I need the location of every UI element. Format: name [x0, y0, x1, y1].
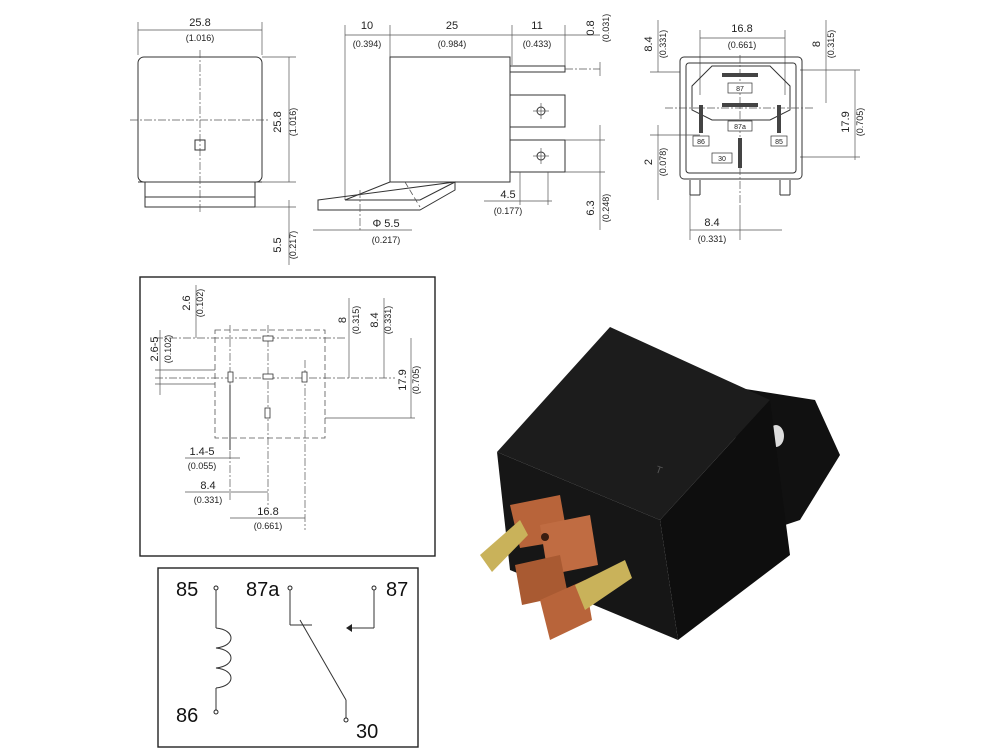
bottom-body-outline: [679, 56, 803, 180]
pcb-slot-87: [262, 335, 274, 342]
terminal-pin-2: [480, 520, 528, 572]
bottom-r2-inch-label: (0.705): [855, 108, 865, 137]
pcb-d-label: 8.4: [369, 312, 381, 327]
front-width-inch-label: (1.016): [186, 33, 215, 43]
side-d5-inch-label: (0.177): [494, 206, 523, 216]
pcb-a-label: 2.6: [181, 295, 193, 310]
front-height-label: 25.8: [272, 111, 284, 132]
bottom-top-label: 8.4: [643, 36, 655, 51]
svg-text:T: T: [654, 464, 664, 476]
side-body-outline: [389, 56, 511, 183]
schematic-frame: [157, 567, 419, 748]
pcb-f-label: 1.4-5: [189, 446, 214, 458]
pcb-a-inch-label: (0.102): [195, 289, 205, 318]
bottom-view: 16.8 (0.661) 8.4 (0.331) 8 (0.315) 17.9 …: [643, 20, 865, 244]
side-pin-top: [509, 65, 566, 73]
front-height-inch-label: (1.016): [288, 108, 298, 137]
front-base-inch-label: (0.217): [288, 231, 298, 260]
pin-87-slot: [722, 73, 758, 77]
bottom-w-inch-label: (0.661): [728, 40, 757, 50]
pcb-b-label: 2.6-5: [149, 336, 161, 361]
pcb-d-inch-label: (0.331): [383, 306, 393, 335]
terminal-86-label: 86: [176, 705, 198, 727]
pcb-h-inch-label: (0.661): [254, 521, 283, 531]
side-bracket: [344, 181, 456, 201]
bottom-r1-inch-label: (0.315): [826, 30, 836, 59]
side-d3-inch-label: (0.433): [523, 39, 552, 49]
bottom-left-label: 2: [643, 159, 655, 165]
relay-photo: T: [480, 327, 840, 640]
bottom-r1-label: 8: [811, 41, 823, 47]
bottom-bottom-inch-label: (0.331): [698, 234, 727, 244]
side-d2-inch-label: (0.984): [438, 39, 467, 49]
relay-right-face: [660, 400, 790, 640]
switch-arm: [299, 619, 347, 701]
bottom-w-label: 16.8: [731, 23, 752, 35]
side-pin-low: [509, 139, 566, 173]
side-hole-inch-label: (0.217): [372, 235, 401, 245]
side-view: 10 (0.394) 25 (0.984) 11 (0.433) 0.8 (0.…: [313, 14, 611, 245]
pcb-b-inch-label: (0.102): [163, 335, 173, 364]
side-d5-label: 4.5: [500, 189, 515, 201]
terminal-85-label: 85: [176, 579, 198, 601]
side-d2-label: 25: [446, 20, 458, 32]
side-d4-inch-label: (0.031): [601, 14, 611, 43]
pcb-g-label: 8.4: [200, 480, 215, 492]
pin-87-label: 87: [736, 86, 744, 93]
side-hole-label: Φ 5.5: [372, 218, 399, 230]
pin-86-label: 86: [697, 139, 705, 146]
terminal-30-label: 30: [356, 721, 378, 743]
relay-top-face: [497, 327, 770, 520]
pcb-g-inch-label: (0.331): [194, 495, 223, 505]
bottom-left-inch-label: (0.078): [658, 148, 668, 177]
bottom-top-inch-label: (0.331): [658, 30, 668, 59]
side-d6-inch-label: (0.248): [601, 194, 611, 223]
front-base-label: 5.5: [272, 237, 284, 252]
side-d4-label: 0.8: [585, 20, 597, 35]
pcb-dashed-outline: [214, 329, 326, 439]
pcb-layout-panel: 2.6 (0.102) 2.6-5 (0.102) 8 (0.315) 8.4 …: [139, 276, 436, 557]
terminal-87a-label: 87a: [246, 579, 280, 601]
bottom-r2-label: 17.9: [840, 111, 852, 132]
terminal-pin-4: [515, 555, 568, 605]
pcb-e-inch-label: (0.705): [411, 366, 421, 395]
pin-87a-label: 87a: [734, 124, 746, 131]
terminal-87-label: 87: [386, 579, 408, 601]
bottom-bottom-label: 8.4: [704, 217, 719, 229]
pcb-h-label: 16.8: [257, 506, 278, 518]
pcb-c-label: 8: [337, 317, 349, 323]
pcb-f-inch-label: (0.055): [188, 461, 217, 471]
terminal-pin-6: [575, 560, 632, 610]
pcb-layout-frame: [139, 276, 436, 557]
front-view: 25.8 (1.016) 25.8 (1.016) 5.5 (0.217): [130, 17, 298, 265]
coil-symbol: [215, 627, 232, 689]
side-d1-label: 10: [361, 20, 373, 32]
front-width-label: 25.8: [189, 17, 210, 29]
pin-85-label: 85: [775, 139, 783, 146]
side-d6-label: 6.3: [585, 200, 597, 215]
side-d3-label: 11: [531, 20, 542, 32]
side-d1-inch-label: (0.394): [353, 39, 382, 49]
pin-30-label: 30: [718, 156, 726, 163]
front-center-square: [194, 139, 206, 151]
schematic-panel: 85 86 87a 87 30: [157, 567, 419, 748]
pcb-c-inch-label: (0.315): [351, 306, 361, 335]
pcb-e-label: 17.9: [397, 369, 409, 390]
side-pin-mid: [509, 94, 566, 128]
